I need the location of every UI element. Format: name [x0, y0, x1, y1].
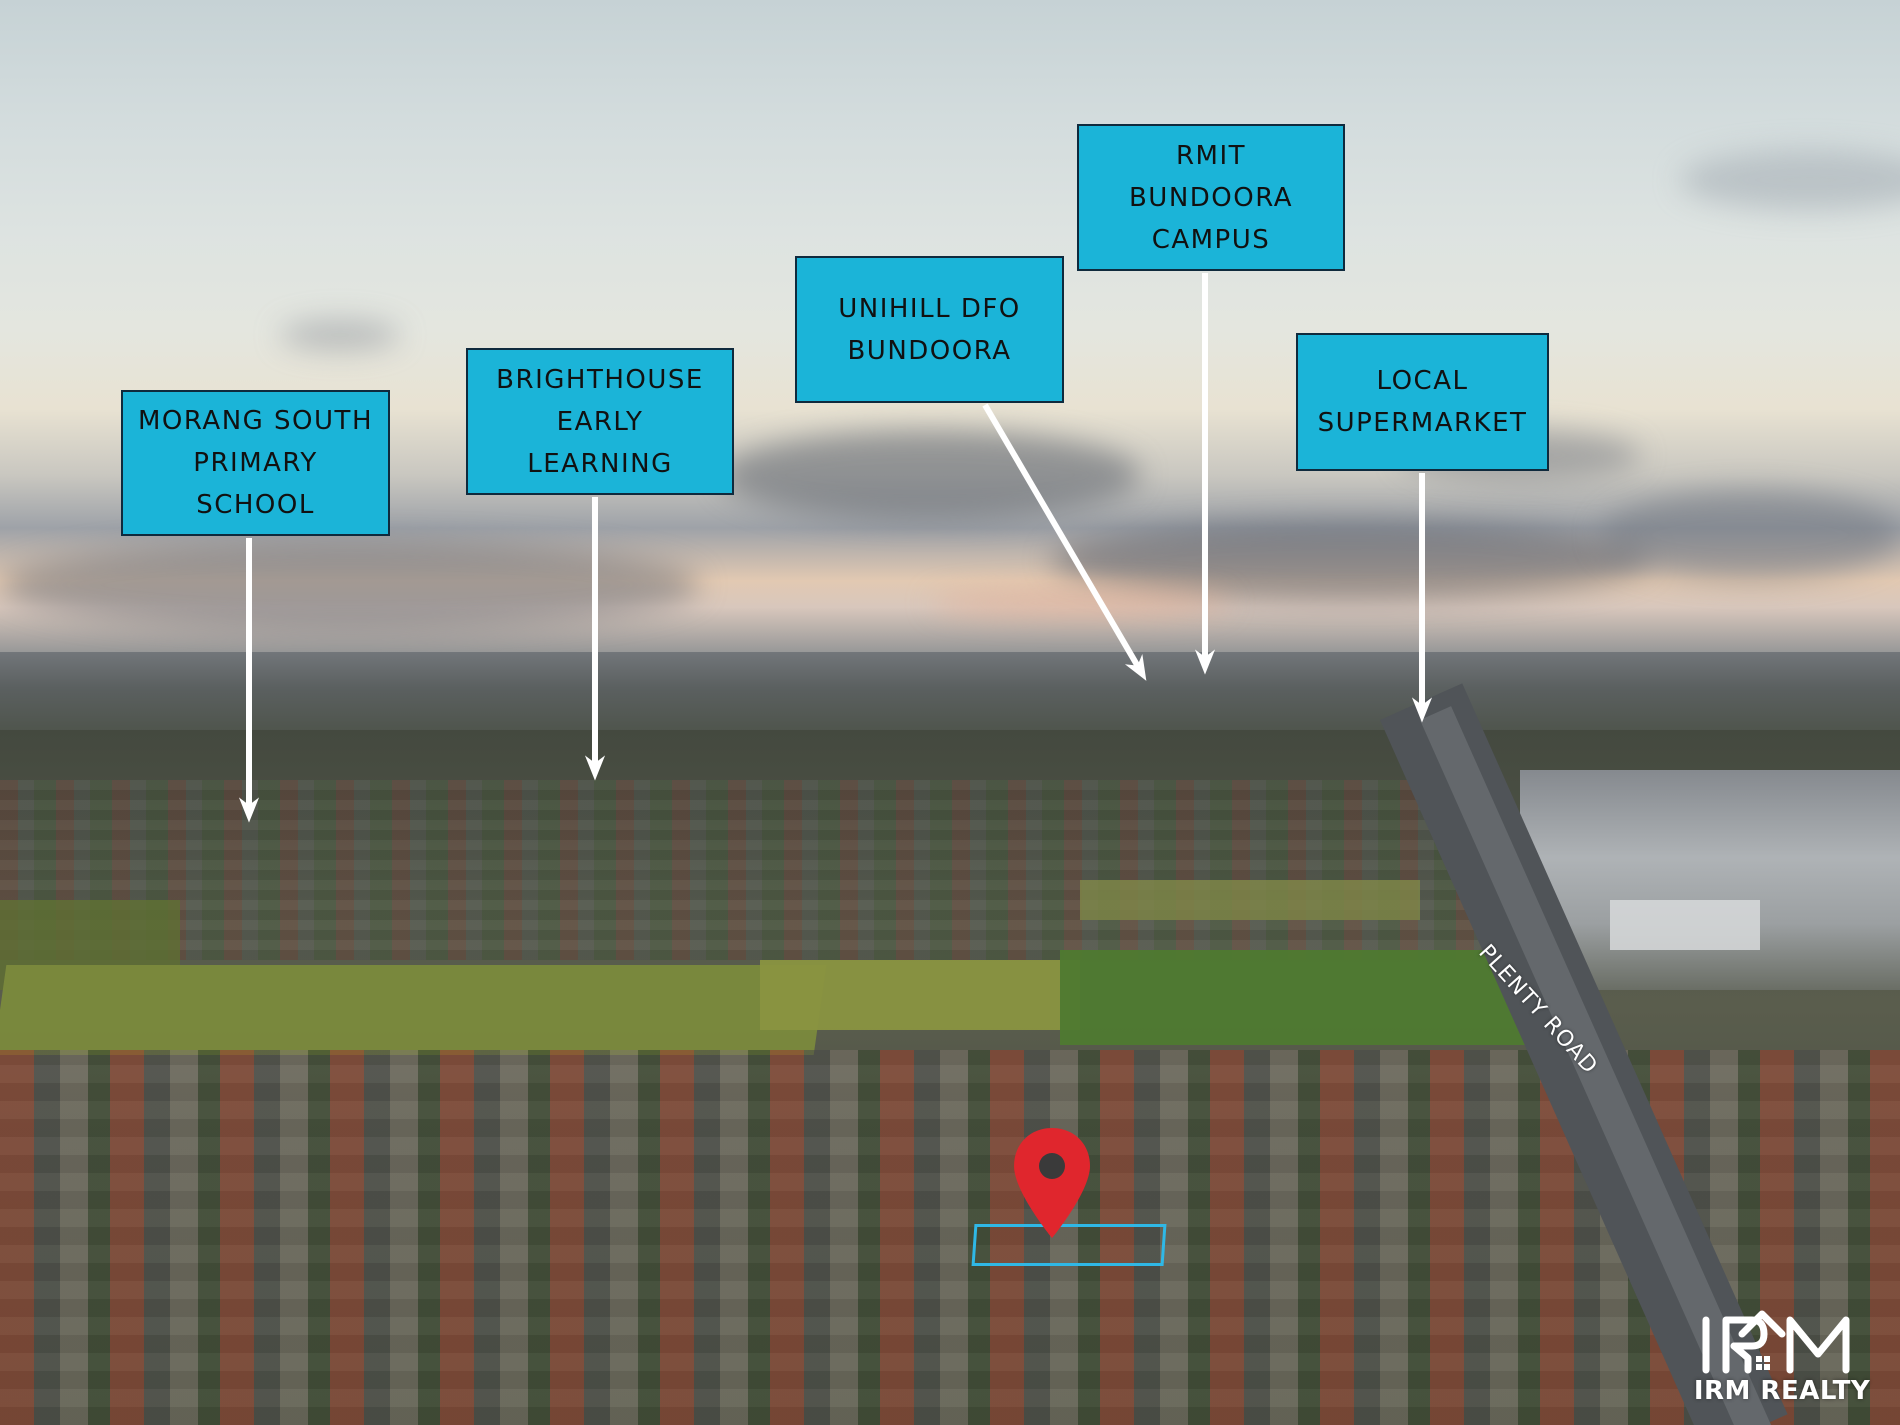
cloud	[0, 540, 700, 630]
label-local-supermarket: Local Supermarket	[1296, 333, 1549, 471]
label-text: RMIT Bundoora Campus	[1128, 140, 1294, 255]
grass-field	[760, 960, 1080, 1030]
grass-field	[1060, 950, 1540, 1045]
warehouse-roof	[1610, 900, 1760, 950]
label-text: Brighthouse Early Learning	[496, 364, 704, 479]
label-text: Morang South Primary School	[138, 406, 373, 520]
arrow-unihill	[982, 403, 1147, 681]
label-unihill-dfo-bundoora: Unihill DFO Bundoora	[795, 256, 1064, 403]
cloud	[1680, 150, 1900, 210]
horizon	[0, 652, 1900, 742]
grass-field	[1080, 880, 1420, 920]
logo-text: IRM REALTY	[1693, 1376, 1871, 1406]
label-text: Unihill DFO Bundoora	[838, 293, 1021, 366]
label-brighthouse-early-learning: Brighthouse Early Learning	[466, 348, 734, 495]
label-text: Local Supermarket	[1317, 366, 1528, 438]
label-morang-south-primary-school: Morang South Primary School	[121, 390, 390, 536]
sunset-glow	[930, 590, 1230, 616]
irm-house-logo	[1702, 1310, 1850, 1374]
cloud	[280, 320, 400, 350]
cloud	[1600, 490, 1900, 580]
industrial-area	[1520, 770, 1900, 990]
label-rmit-bundoora-campus: RMIT Bundoora Campus	[1077, 124, 1345, 271]
cloud	[720, 430, 1140, 520]
cloud	[1050, 520, 1650, 600]
location-pin-icon	[1014, 1128, 1090, 1238]
